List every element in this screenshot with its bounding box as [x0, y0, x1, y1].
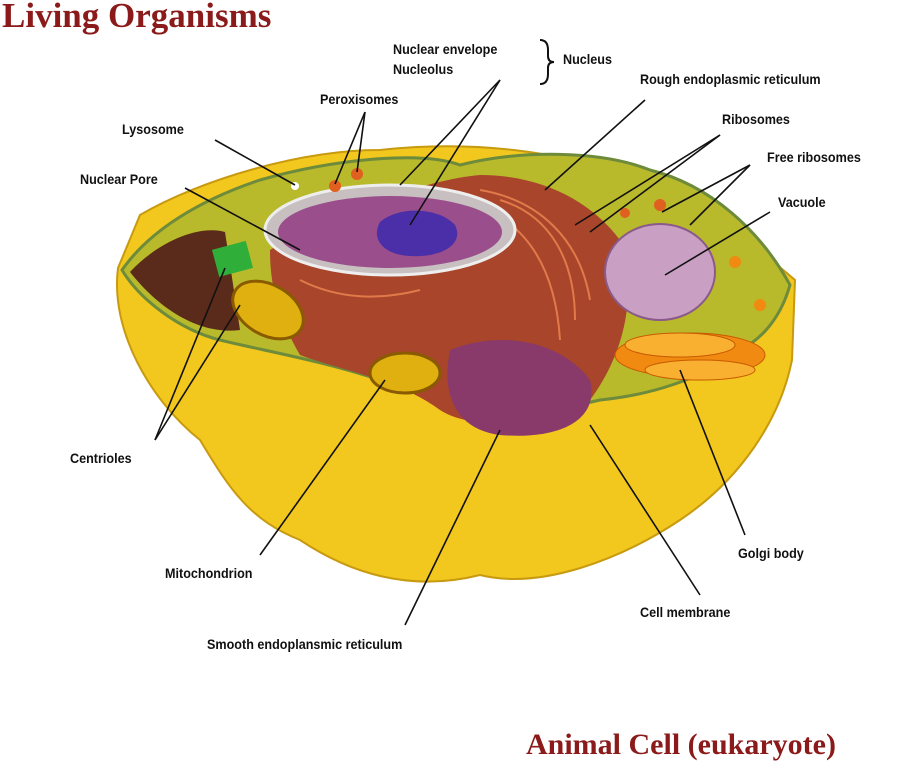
smooth-er-shape: [447, 340, 592, 436]
golgi-shape: [614, 332, 766, 381]
label-lysosome: Lysosome: [122, 121, 184, 137]
vacuole-shape: [604, 223, 716, 321]
label-cell-membrane: Cell membrane: [640, 604, 731, 620]
label-ribosomes: Ribosomes: [722, 111, 790, 127]
label-free-ribosomes: Free ribosomes: [767, 149, 861, 165]
diagram-subtitle: Animal Cell (eukaryote): [526, 728, 836, 761]
label-smooth-er: Smooth endoplansmic reticulum: [207, 636, 403, 652]
mitochondrion-shape-2: [368, 351, 442, 395]
label-nuclear-envelope: Nuclear envelope: [393, 41, 498, 57]
label-nucleolus: Nucleolus: [393, 61, 454, 77]
nucleolus-shape: [376, 210, 458, 257]
label-mitochondrion: Mitochondrion: [165, 565, 253, 581]
label-nuclear-pore: Nuclear Pore: [80, 171, 158, 187]
mitochondrion-shape: [231, 279, 305, 341]
leader-lines: [154, 79, 771, 626]
label-nucleus: Nucleus: [563, 51, 613, 67]
label-rough-er: Rough endoplasmic reticulum: [640, 71, 821, 87]
nucleus-brace: [539, 39, 555, 85]
label-vacuole: Vacuole: [778, 194, 826, 210]
centriole-shape: [211, 240, 254, 277]
interior-cutaway: [130, 230, 240, 331]
label-peroxisomes: Peroxisomes: [320, 91, 399, 107]
label-centrioles: Centrioles: [70, 450, 132, 466]
label-golgi-body: Golgi body: [738, 545, 804, 561]
page-title: Living Organisms: [2, 0, 272, 35]
